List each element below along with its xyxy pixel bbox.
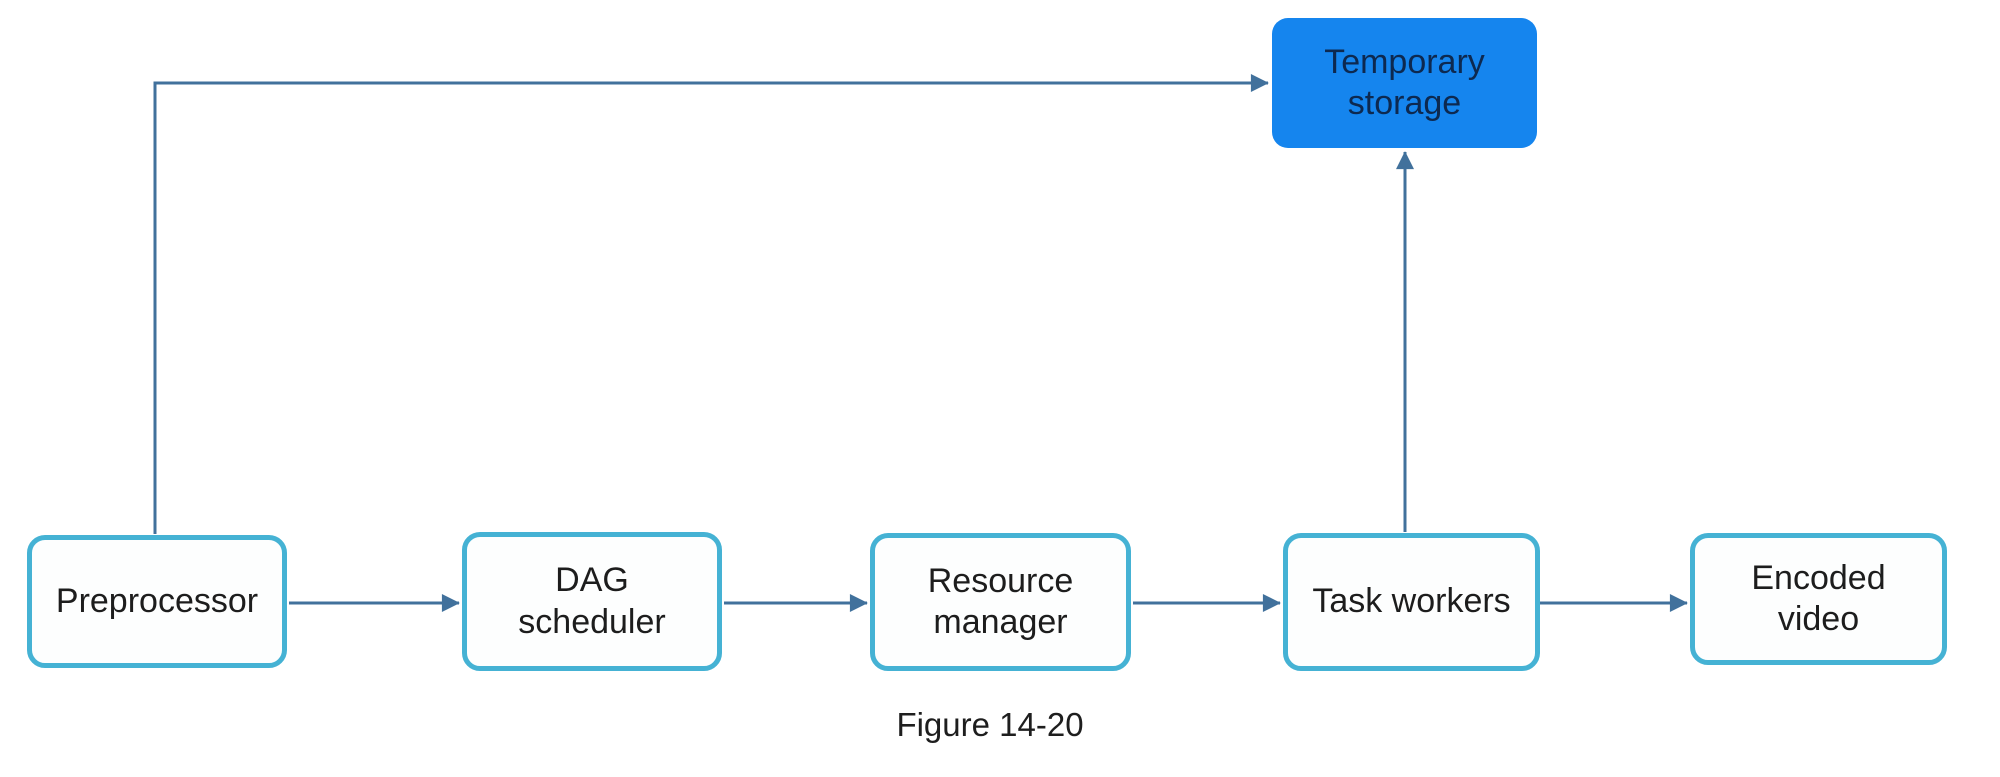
figure-caption: Figure 14-20 — [896, 706, 1084, 743]
node-label: Encoded video — [1751, 558, 1886, 638]
node-label: DAG scheduler — [518, 561, 666, 641]
node-label: Preprocessor — [55, 581, 259, 620]
node-label: Temporary storage — [1324, 42, 1485, 122]
node-label: Task workers — [1312, 582, 1511, 621]
node-resource-manager: Resource manager — [870, 533, 1131, 671]
node-dag-scheduler: DAG scheduler — [462, 532, 722, 671]
node-temporary-storage: Temporary storage — [1272, 18, 1537, 148]
node-encoded-video: Encoded video — [1690, 533, 1947, 665]
edge-preprocessor-to-temporary-storage — [153, 74, 1269, 534]
node-label: Resource manager — [927, 561, 1074, 641]
node-task-workers: Task workers — [1283, 533, 1540, 671]
node-preprocessor: Preprocessor — [27, 535, 287, 668]
